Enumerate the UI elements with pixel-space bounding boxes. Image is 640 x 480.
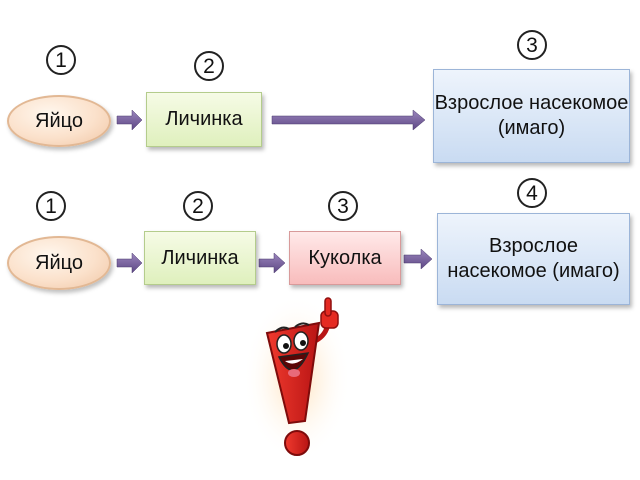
egg-stage-row2: Яйцо — [7, 236, 111, 290]
adult-stage-row1: Взрослое насекомое (имаго) — [433, 69, 630, 163]
step-number-1-row1: 1 — [46, 45, 76, 75]
arrow-egg-to-larva-2 — [116, 252, 143, 274]
step-number-3-row1: 3 — [517, 30, 547, 60]
step-number-3-row2: 3 — [328, 191, 358, 221]
arrow-pupa-to-adult-2 — [403, 248, 433, 270]
arrow-larva-to-pupa-2 — [258, 252, 286, 274]
step-number-2-row1: 2 — [194, 51, 224, 81]
step-number-4-row2: 4 — [517, 178, 547, 208]
step-number-2-row2: 2 — [183, 191, 213, 221]
larva-stage-row2: Личинка — [144, 231, 256, 285]
egg-stage-row1: Яйцо — [7, 95, 111, 147]
arrow-egg-to-larva-1 — [116, 109, 143, 131]
arrow-larva-to-adult-1 — [271, 109, 426, 131]
exclamation-mascot-icon — [245, 294, 351, 462]
step-number-1-row2: 1 — [36, 191, 66, 221]
pupa-stage-row2: Куколка — [289, 231, 401, 285]
adult-stage-row2: Взрослое насекомое (имаго) — [437, 213, 630, 305]
larva-stage-row1: Личинка — [146, 92, 262, 147]
